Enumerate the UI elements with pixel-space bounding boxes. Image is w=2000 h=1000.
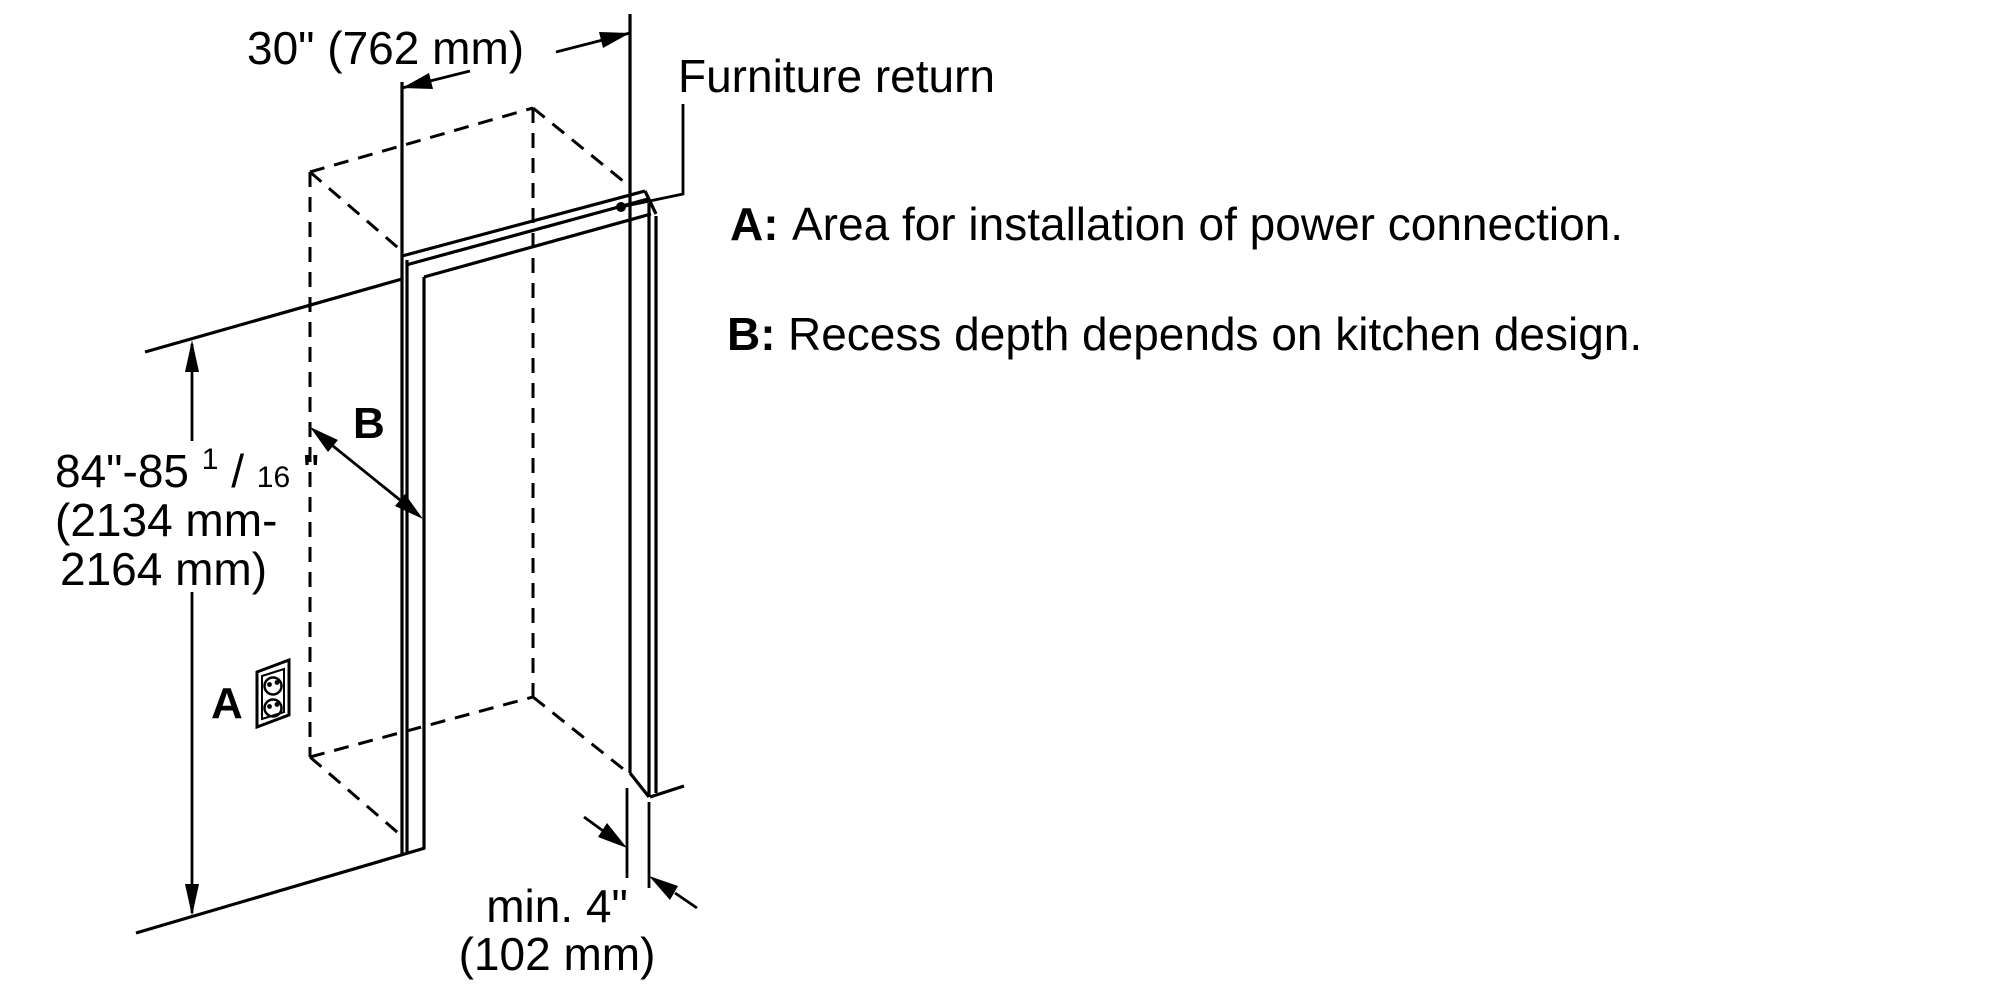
outlet-socket-bottom: [263, 698, 283, 718]
height-dimension: [185, 340, 199, 916]
height-inches-quote: ": [303, 445, 319, 497]
min-depth-dimension: [583, 788, 698, 910]
width-arrowhead-left: [402, 73, 433, 89]
recess-hidden-edges: [308, 106, 629, 840]
height-fraction-numerator: 1: [202, 443, 219, 476]
recess-depth-arrowhead-lower: [395, 494, 423, 519]
marker-b: B: [353, 399, 385, 448]
outlet-slot: [267, 704, 272, 709]
note-a-label: A:: [730, 198, 779, 250]
top-left-depth-edge: [309, 170, 404, 254]
top-rail-inner-edge: [423, 212, 652, 279]
note-b-label: B:: [727, 308, 776, 360]
top-rail-face-edge: [405, 197, 649, 267]
annotations: 30" (762 mm) Furniture return A: Area fo…: [55, 22, 1642, 980]
outlet-slot: [274, 680, 280, 685]
outlet-plate-inner: [261, 667, 285, 721]
furniture-return-label: Furniture return: [678, 50, 995, 102]
floor-line-left: [135, 846, 426, 935]
height-dimension-label-mm-2: 2164 mm): [60, 543, 267, 595]
height-dimension-label-inches: 84"-85 1 / 16 ": [55, 427, 319, 497]
min-depth-label-inches: min. 4": [486, 880, 628, 932]
bottom-right-depth-edge: [532, 695, 628, 774]
furniture-return-leader-line: [620, 104, 685, 209]
height-arrowhead-down: [185, 884, 199, 916]
height-arrowhead-up: [185, 340, 199, 372]
floor-line-right: [649, 784, 685, 799]
wall-top-line: [144, 277, 403, 354]
bottom-back-edge: [309, 695, 534, 759]
furniture-return-leader-dot: [616, 202, 626, 212]
min-depth-arrow-line-right: [674, 891, 698, 910]
width-dimension: [401, 31, 631, 90]
height-inches-main: 84"-85: [55, 445, 189, 497]
height-fraction-denominator: 16: [257, 461, 290, 494]
outlet-slot: [267, 682, 272, 687]
wall-lines: [135, 277, 685, 935]
recess-depth-arrowhead-upper: [310, 427, 338, 452]
min-depth-arrowhead-right: [649, 876, 678, 900]
furniture-return-leader: [616, 104, 685, 212]
width-dimension-label: 30" (762 mm): [247, 22, 524, 74]
outlet-slot: [274, 702, 280, 707]
top-rail-end-cap: [643, 190, 658, 215]
note-a-text: Area for installation of power connectio…: [792, 198, 1623, 250]
min-depth-label-mm: (102 mm): [459, 928, 656, 980]
right-stile-bottom-cap: [628, 772, 651, 798]
recess-depth-arrow: [310, 427, 423, 519]
height-dimension-label-mm-1: (2134 mm-: [55, 494, 277, 546]
top-rail-outer-edge: [401, 189, 646, 258]
height-fraction-slash: /: [231, 445, 244, 497]
recess-depth-arrow-line: [332, 444, 401, 502]
outlet-socket-top: [263, 676, 283, 696]
top-right-depth-edge: [532, 106, 629, 187]
marker-a: A: [211, 679, 243, 728]
top-back-edge: [309, 106, 534, 174]
power-outlet-icon: [255, 657, 291, 730]
width-arrowhead-right: [599, 32, 630, 48]
note-b-text: Recess depth depends on kitchen design.: [788, 308, 1642, 360]
furniture-return-frame: [400, 14, 658, 855]
min-depth-arrowhead-left: [598, 823, 627, 848]
bottom-left-depth-edge: [309, 755, 405, 840]
